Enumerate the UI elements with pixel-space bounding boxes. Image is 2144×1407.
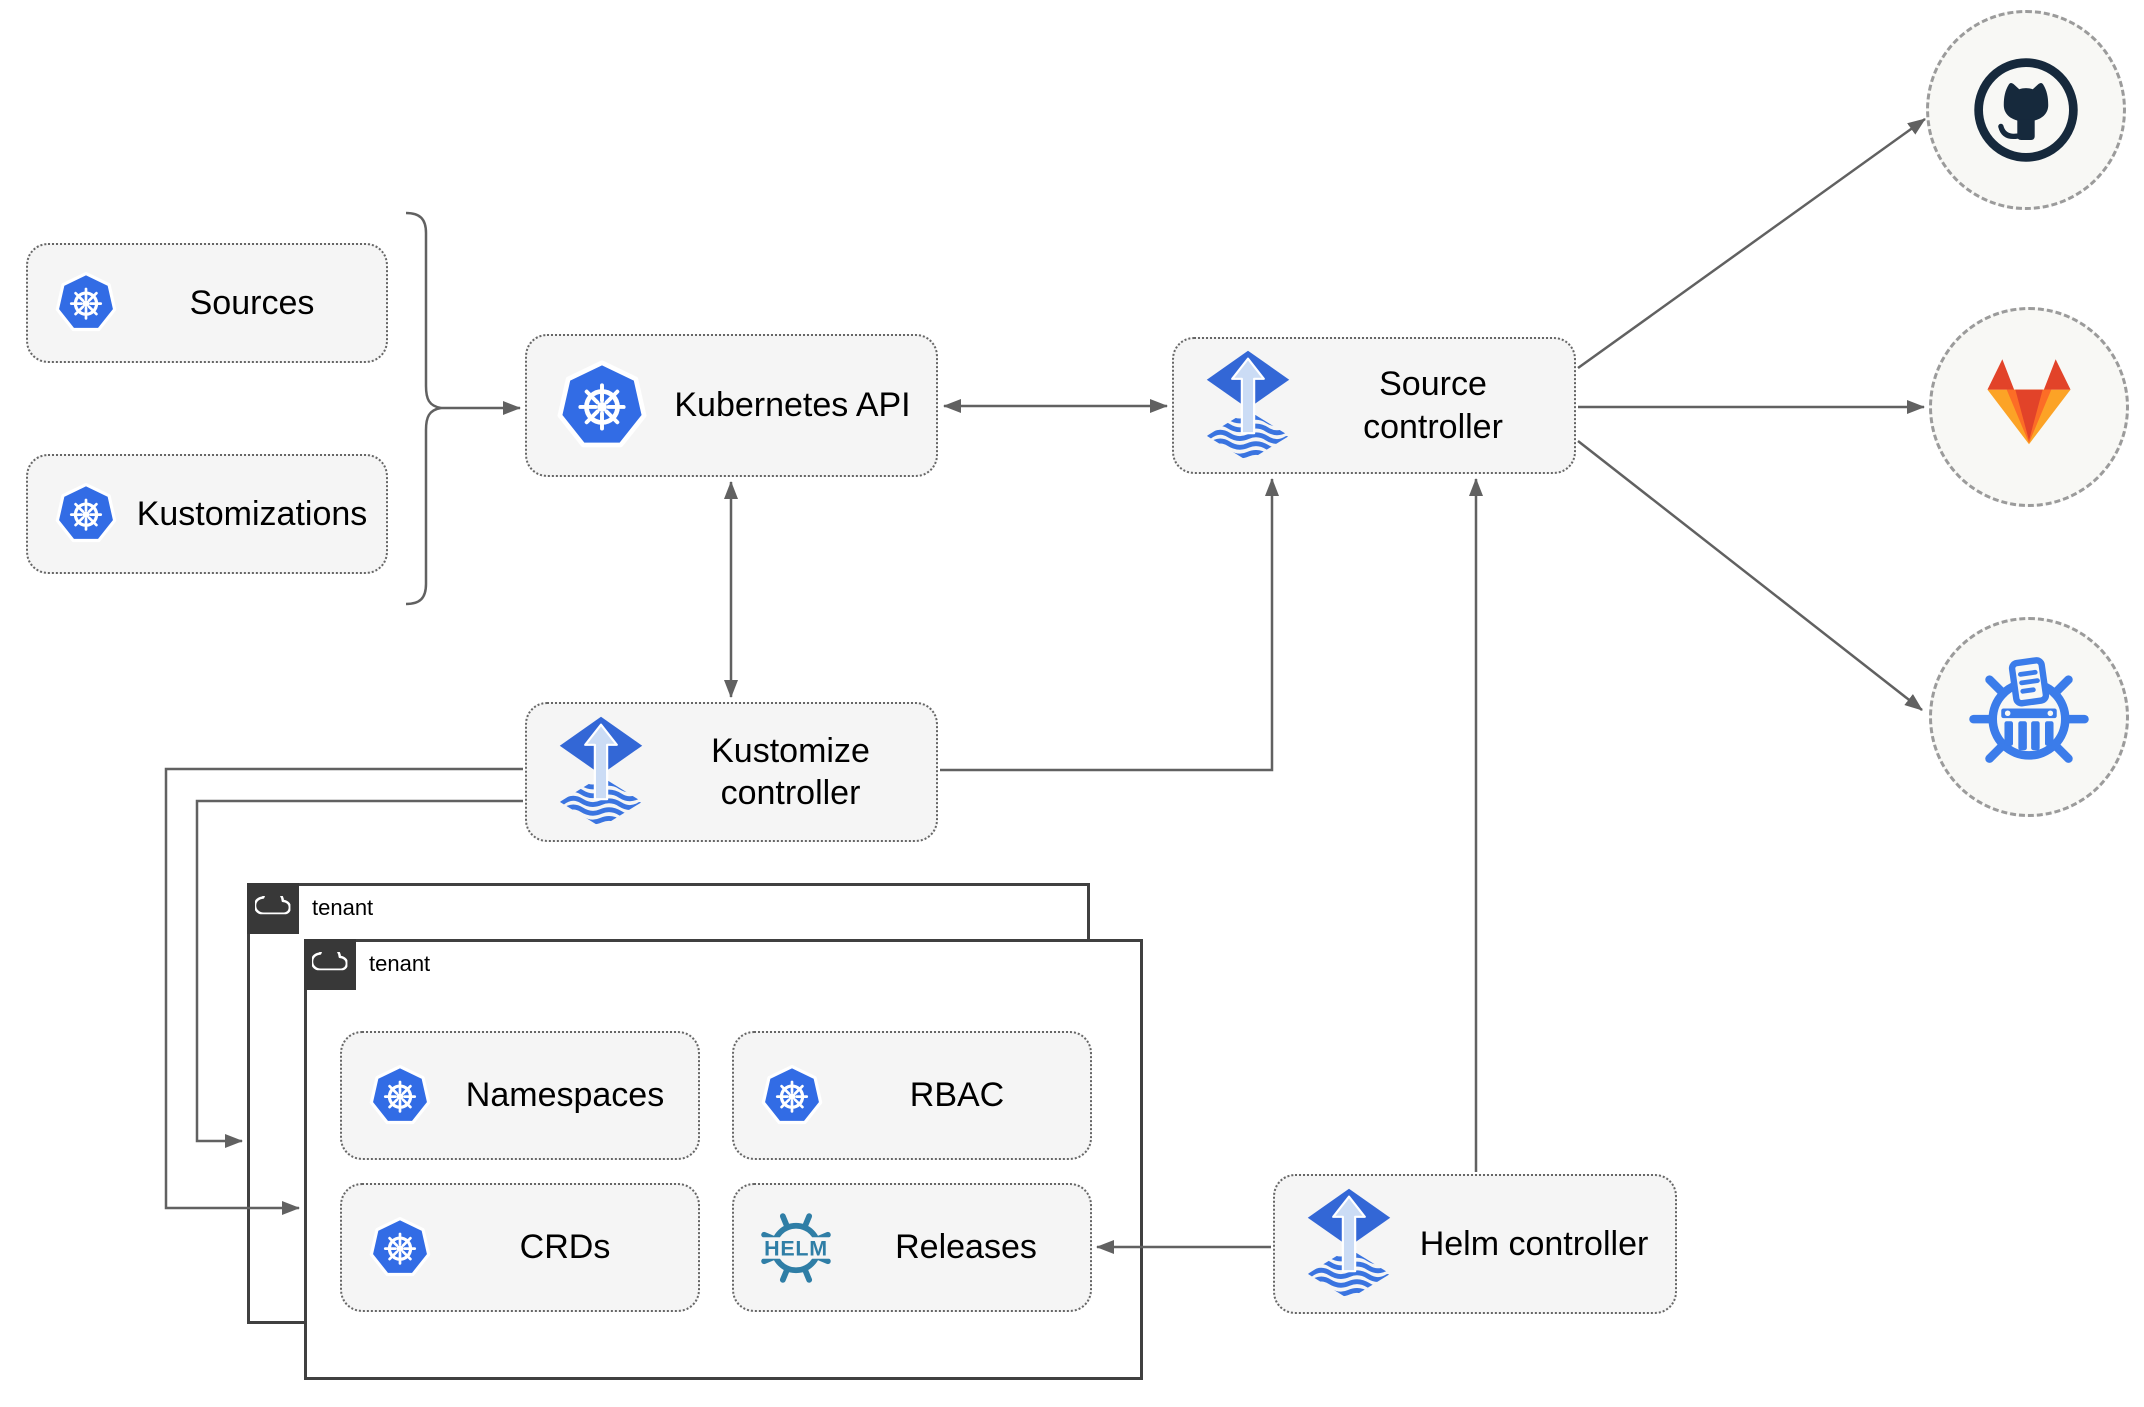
node-crds: CRDs: [340, 1183, 700, 1312]
node-rbac-label: RBAC: [909, 1076, 1005, 1115]
node-rbac: RBAC: [732, 1031, 1092, 1160]
tenant-inner-label: tenant: [369, 951, 431, 976]
node-kubernetes-api-label: Kubernetes API: [674, 386, 911, 425]
node-kubernetes-api: Kubernetes API: [525, 334, 938, 477]
node-source-controller-label: Source controller: [1363, 365, 1503, 446]
flux-icon: [1204, 349, 1292, 463]
brace-sources-kustomizations: [405, 211, 442, 606]
kubernetes-icon: [760, 1064, 824, 1128]
edge-source-controller-chartmuseum: [1577, 440, 1923, 711]
cloud-icon: [312, 952, 348, 977]
gitlab-icon: [1967, 351, 2091, 463]
tenant-outer-tab: [247, 883, 299, 934]
external-target-chartmuseum: [1929, 617, 2129, 817]
node-releases: HELM Releases: [732, 1183, 1092, 1312]
chartmuseum-registry-icon: [1965, 653, 2093, 781]
external-target-github: [1926, 10, 2126, 210]
node-kustomize-controller-label: Kustomize controller: [711, 731, 870, 813]
node-kustomizations: Kustomizations: [26, 454, 388, 574]
kubernetes-icon: [368, 1064, 432, 1128]
github-icon: [1968, 52, 2084, 168]
kubernetes-icon: [54, 271, 118, 335]
node-namespaces-label: Namespaces: [465, 1076, 665, 1115]
kubernetes-icon: [555, 359, 649, 453]
node-source-controller: Source controller: [1172, 337, 1576, 474]
node-kustomizations-label: Kustomizations: [136, 494, 368, 533]
edge-kustomize-controller-source-controller: [940, 478, 1279, 772]
node-releases-label: Releases: [895, 1228, 1037, 1267]
node-crds-label: CRDs: [519, 1228, 611, 1267]
kubernetes-icon: [54, 482, 118, 546]
edge-source-controller-github: [1577, 117, 1926, 370]
cloud-icon: [255, 896, 291, 921]
node-sources: Sources: [26, 243, 388, 363]
node-namespaces: Namespaces: [340, 1031, 700, 1160]
helm-logo-text: HELM: [764, 1236, 828, 1260]
tenant-outer-label: tenant: [312, 895, 374, 920]
flux-icon: [1305, 1187, 1393, 1301]
helm-wheel-icon: HELM: [756, 1212, 836, 1283]
external-target-gitlab: [1929, 307, 2129, 507]
tenant-inner-tab: [304, 939, 356, 990]
node-sources-label: Sources: [189, 283, 315, 322]
node-kustomize-controller: Kustomize controller: [525, 702, 938, 842]
node-helm-controller-label: Helm controller: [1419, 1224, 1649, 1263]
flux-icon: [557, 715, 645, 829]
node-helm-controller: Helm controller: [1273, 1174, 1677, 1314]
kubernetes-icon: [368, 1216, 432, 1280]
